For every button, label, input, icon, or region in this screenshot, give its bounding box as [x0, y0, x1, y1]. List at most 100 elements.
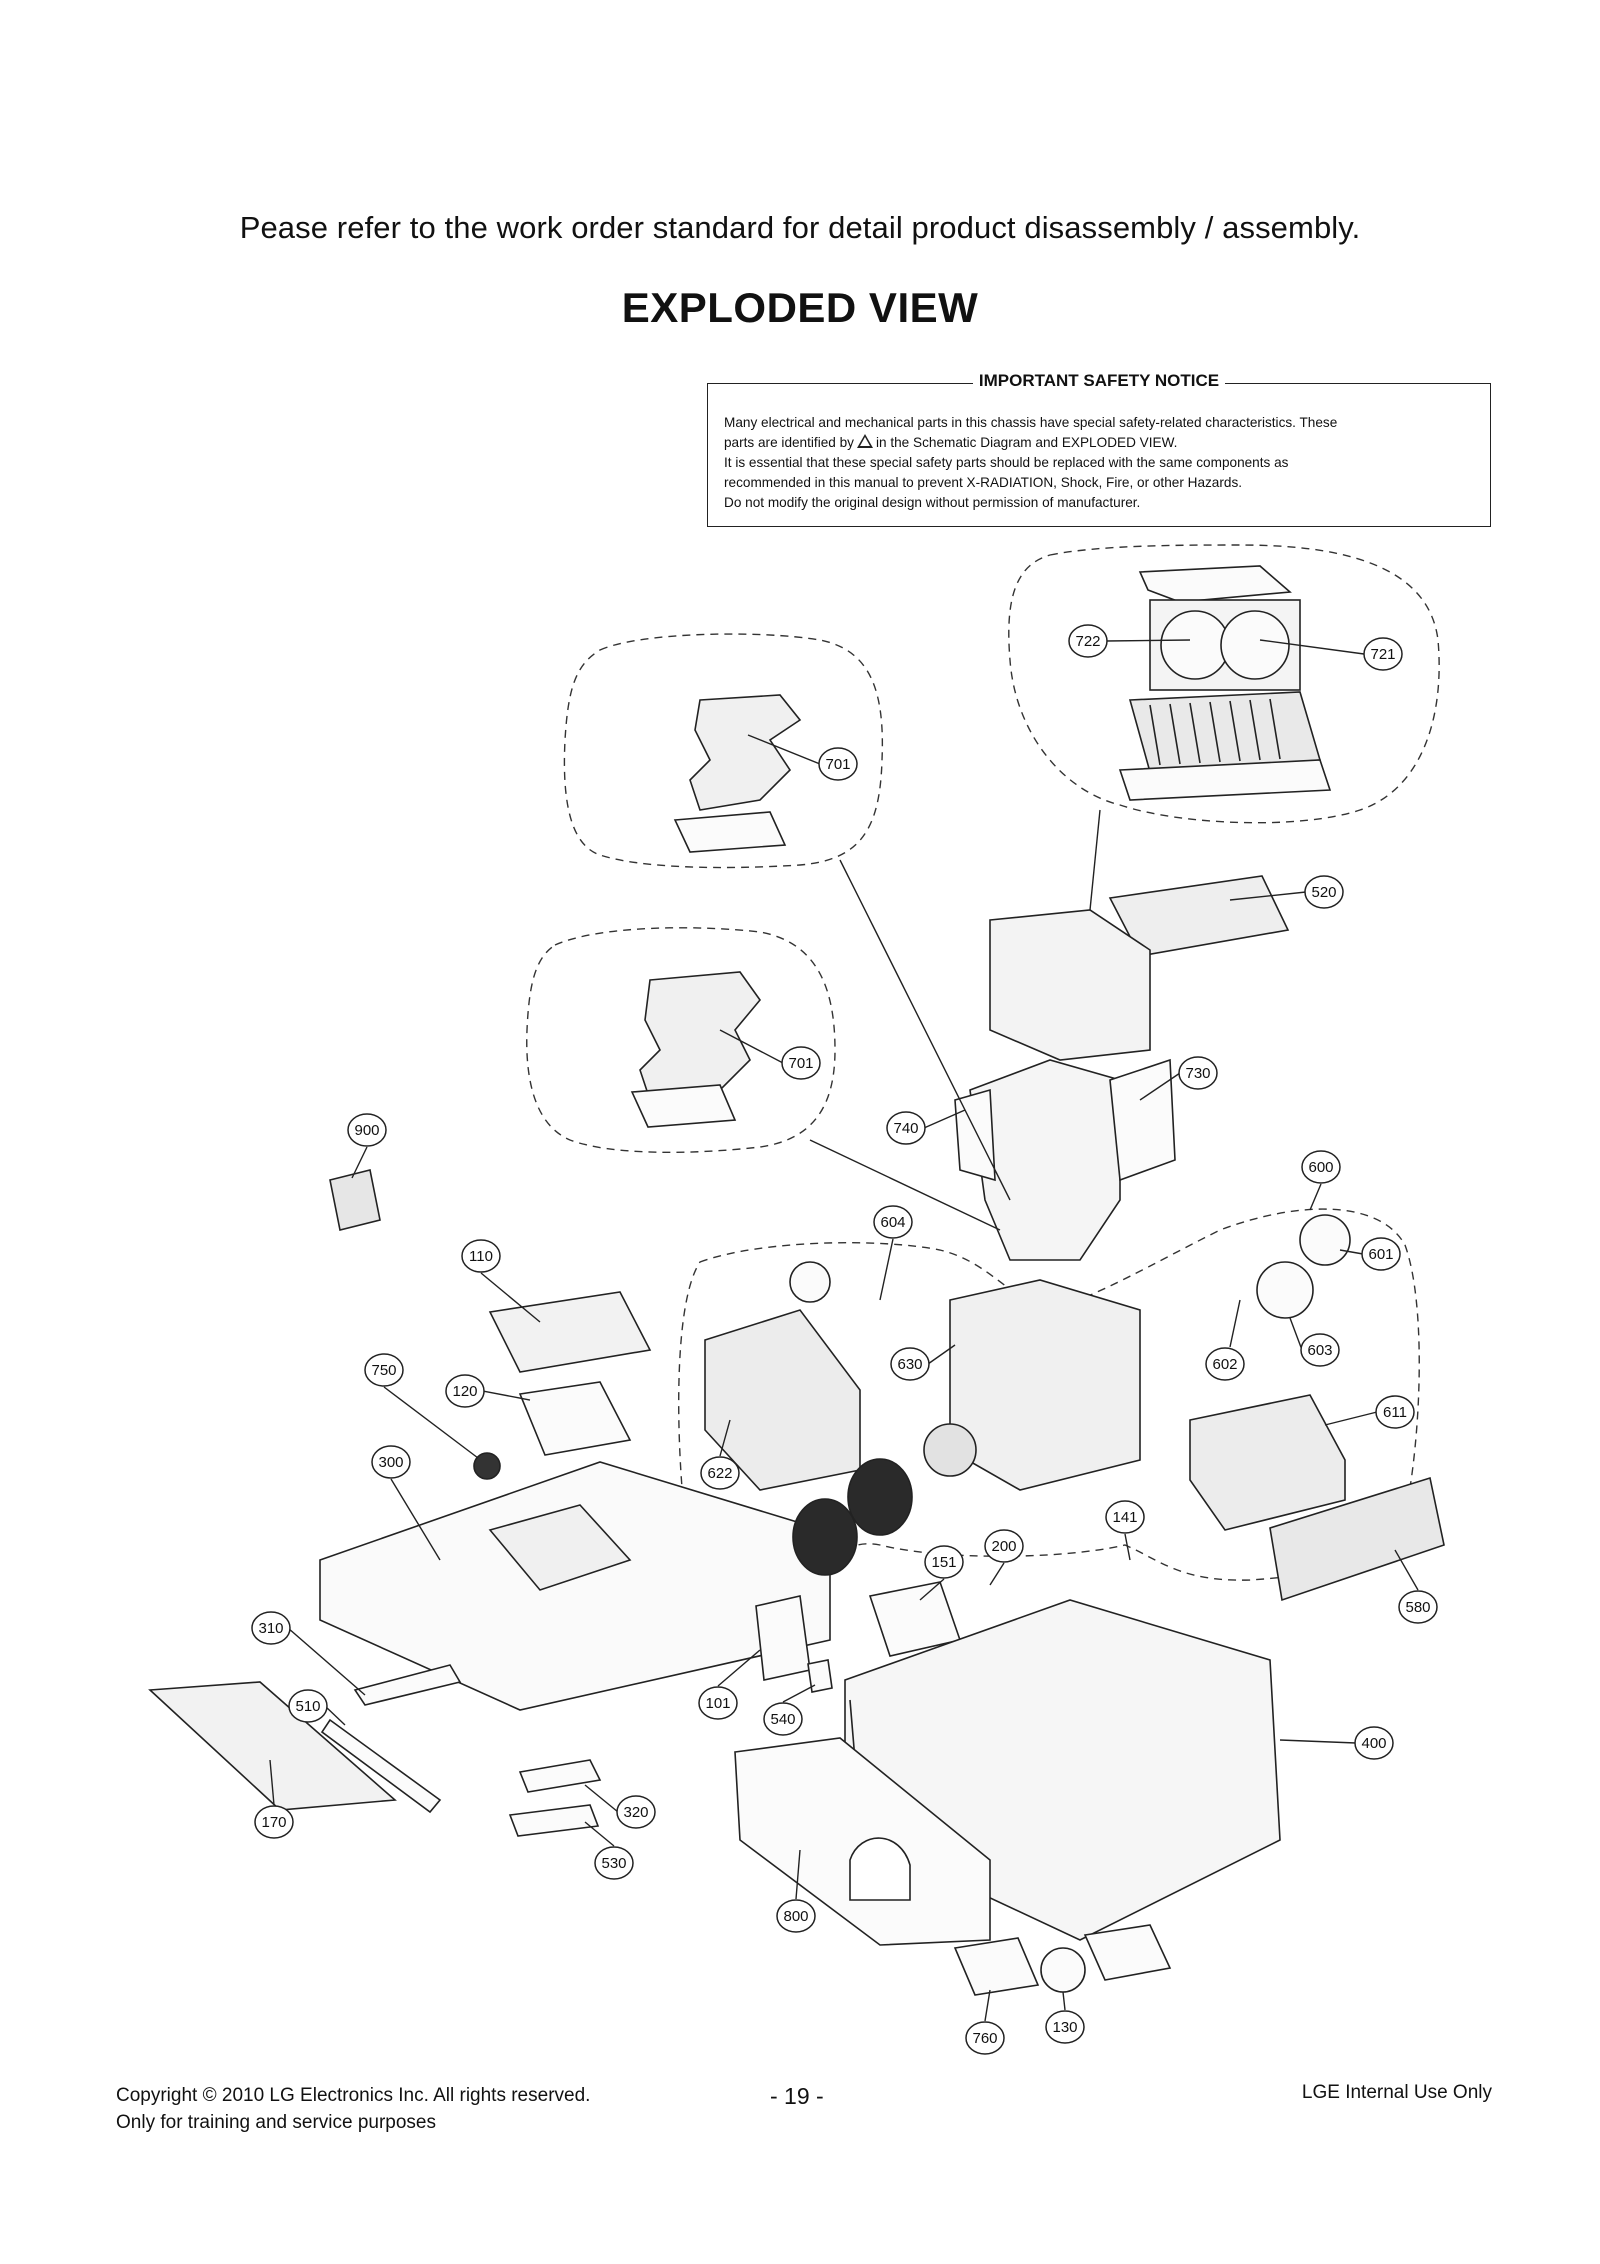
warning-triangle-icon — [856, 434, 873, 448]
callout-bubble — [1068, 624, 1108, 658]
fan-duct-lower-base — [630, 1084, 737, 1128]
callout-label: 540 — [770, 1711, 795, 1728]
lens-ring-inner — [847, 1458, 913, 1536]
callout-bubble — [781, 1046, 821, 1080]
callout-label: 800 — [783, 1908, 808, 1925]
callout-label: 604 — [880, 1214, 905, 1231]
page-title: EXPLODED VIEW — [621, 284, 979, 331]
callout: 630 — [890, 1347, 930, 1381]
callout-bubble — [1105, 1500, 1145, 1534]
callout-bubble — [1398, 1590, 1438, 1624]
fan-duct-upper-base — [673, 811, 787, 853]
callout-bubble — [984, 1529, 1024, 1563]
leader-line — [919, 1578, 945, 1601]
callout-label: 721 — [1370, 646, 1395, 663]
lamp-duct-left — [954, 1088, 996, 1182]
connector-line — [1089, 809, 1101, 911]
leader-line — [1105, 639, 1191, 642]
callout-bubble — [1375, 1395, 1415, 1429]
callout: 740 — [886, 1111, 926, 1145]
leader-line — [1339, 1249, 1364, 1255]
leader-line — [482, 1390, 531, 1401]
safety-notice-body: Many electrical and mechanical parts in … — [724, 413, 1476, 513]
callout: 601 — [1361, 1237, 1401, 1271]
callout: 701 — [818, 747, 858, 781]
callout-bubble — [616, 1795, 656, 1829]
callout-bubble — [254, 1805, 294, 1839]
side-plate-580 — [1269, 1476, 1445, 1602]
safety-notice-box: IMPORTANT SAFETY NOTICE Many electrical … — [707, 371, 1491, 527]
callout: 200 — [984, 1529, 1024, 1563]
leader-line — [287, 1627, 366, 1696]
callout-bubble — [364, 1353, 404, 1387]
fan-duct-lower — [639, 971, 762, 1101]
callout-bubble — [873, 1205, 913, 1239]
connector-line — [809, 1139, 1001, 1231]
leader-line — [1124, 1533, 1131, 1561]
callout-label: 602 — [1212, 1356, 1237, 1373]
callout-label: 600 — [1308, 1159, 1333, 1176]
leader-line — [747, 734, 821, 765]
callout-bubble — [1304, 875, 1344, 909]
callout: 611 — [1375, 1395, 1415, 1429]
leader-line — [1279, 1739, 1357, 1744]
footer-internal: LGE Internal Use Only — [1301, 2082, 1492, 2103]
callout-label: 580 — [1405, 1599, 1430, 1616]
fan-604 — [789, 1261, 831, 1303]
bracket-900 — [329, 1169, 381, 1231]
front-cabinet-800 — [734, 1737, 991, 1946]
parts — [148, 565, 1445, 1996]
leader-line — [1394, 1549, 1419, 1591]
leader-line — [1259, 639, 1365, 655]
callout-label: 170 — [261, 1814, 286, 1831]
callout-bubble — [1300, 1333, 1340, 1367]
leader-line — [927, 1344, 956, 1365]
bracket-540 — [807, 1659, 833, 1693]
callout-label: 101 — [705, 1695, 730, 1712]
callout: 730 — [1178, 1056, 1218, 1090]
callout: 141 — [1105, 1500, 1145, 1534]
leader-line — [1139, 1072, 1181, 1101]
callout-bubble — [1301, 1150, 1341, 1184]
leader-line — [324, 1705, 346, 1726]
footer-training: Only for training and service purposes — [116, 2112, 436, 2133]
leader-line — [584, 1821, 615, 1847]
callout-label: 603 — [1307, 1342, 1332, 1359]
leader-line — [1229, 1299, 1241, 1348]
leader-line — [1324, 1411, 1378, 1426]
callout: 110 — [461, 1239, 501, 1273]
leader-line — [1229, 891, 1307, 901]
bottom-plate-right — [1083, 1924, 1172, 1981]
callout: 603 — [1300, 1333, 1340, 1367]
callout: 170 — [254, 1805, 294, 1839]
callout-label: 750 — [371, 1362, 396, 1379]
callout-bubble — [776, 1899, 816, 1933]
callout-label: 730 — [1185, 1065, 1210, 1082]
optics-engine — [949, 1279, 1141, 1491]
callout-bubble — [1361, 1237, 1401, 1271]
projection-lens — [923, 1423, 977, 1477]
callout-bubble — [965, 2021, 1005, 2055]
leader-line — [390, 1478, 441, 1561]
pcb-strip-510 — [320, 1718, 442, 1814]
callout: 120 — [445, 1374, 485, 1408]
callout-bubble — [1045, 2010, 1085, 2044]
callout-label: 630 — [897, 1356, 922, 1373]
leader-line — [1289, 1317, 1303, 1351]
callout-label: 701 — [825, 756, 850, 773]
callout: 530 — [594, 1846, 634, 1880]
fan-101 — [755, 1595, 811, 1681]
group-outline-fan-upper — [563, 633, 884, 869]
callout: 701 — [781, 1046, 821, 1080]
callout-label: 722 — [1075, 633, 1100, 650]
control-strip-310 — [353, 1664, 462, 1706]
callout-label: 760 — [972, 2030, 997, 2047]
callout: 602 — [1205, 1347, 1245, 1381]
callout-label: 400 — [1361, 1735, 1386, 1752]
footer-copyright: Copyright © 2010 LG Electronics Inc. All… — [116, 2085, 591, 2106]
callout-bubble — [1205, 1347, 1245, 1381]
callout: 760 — [965, 2021, 1005, 2055]
callout: 510 — [288, 1689, 328, 1723]
callout-label: 601 — [1368, 1246, 1393, 1263]
